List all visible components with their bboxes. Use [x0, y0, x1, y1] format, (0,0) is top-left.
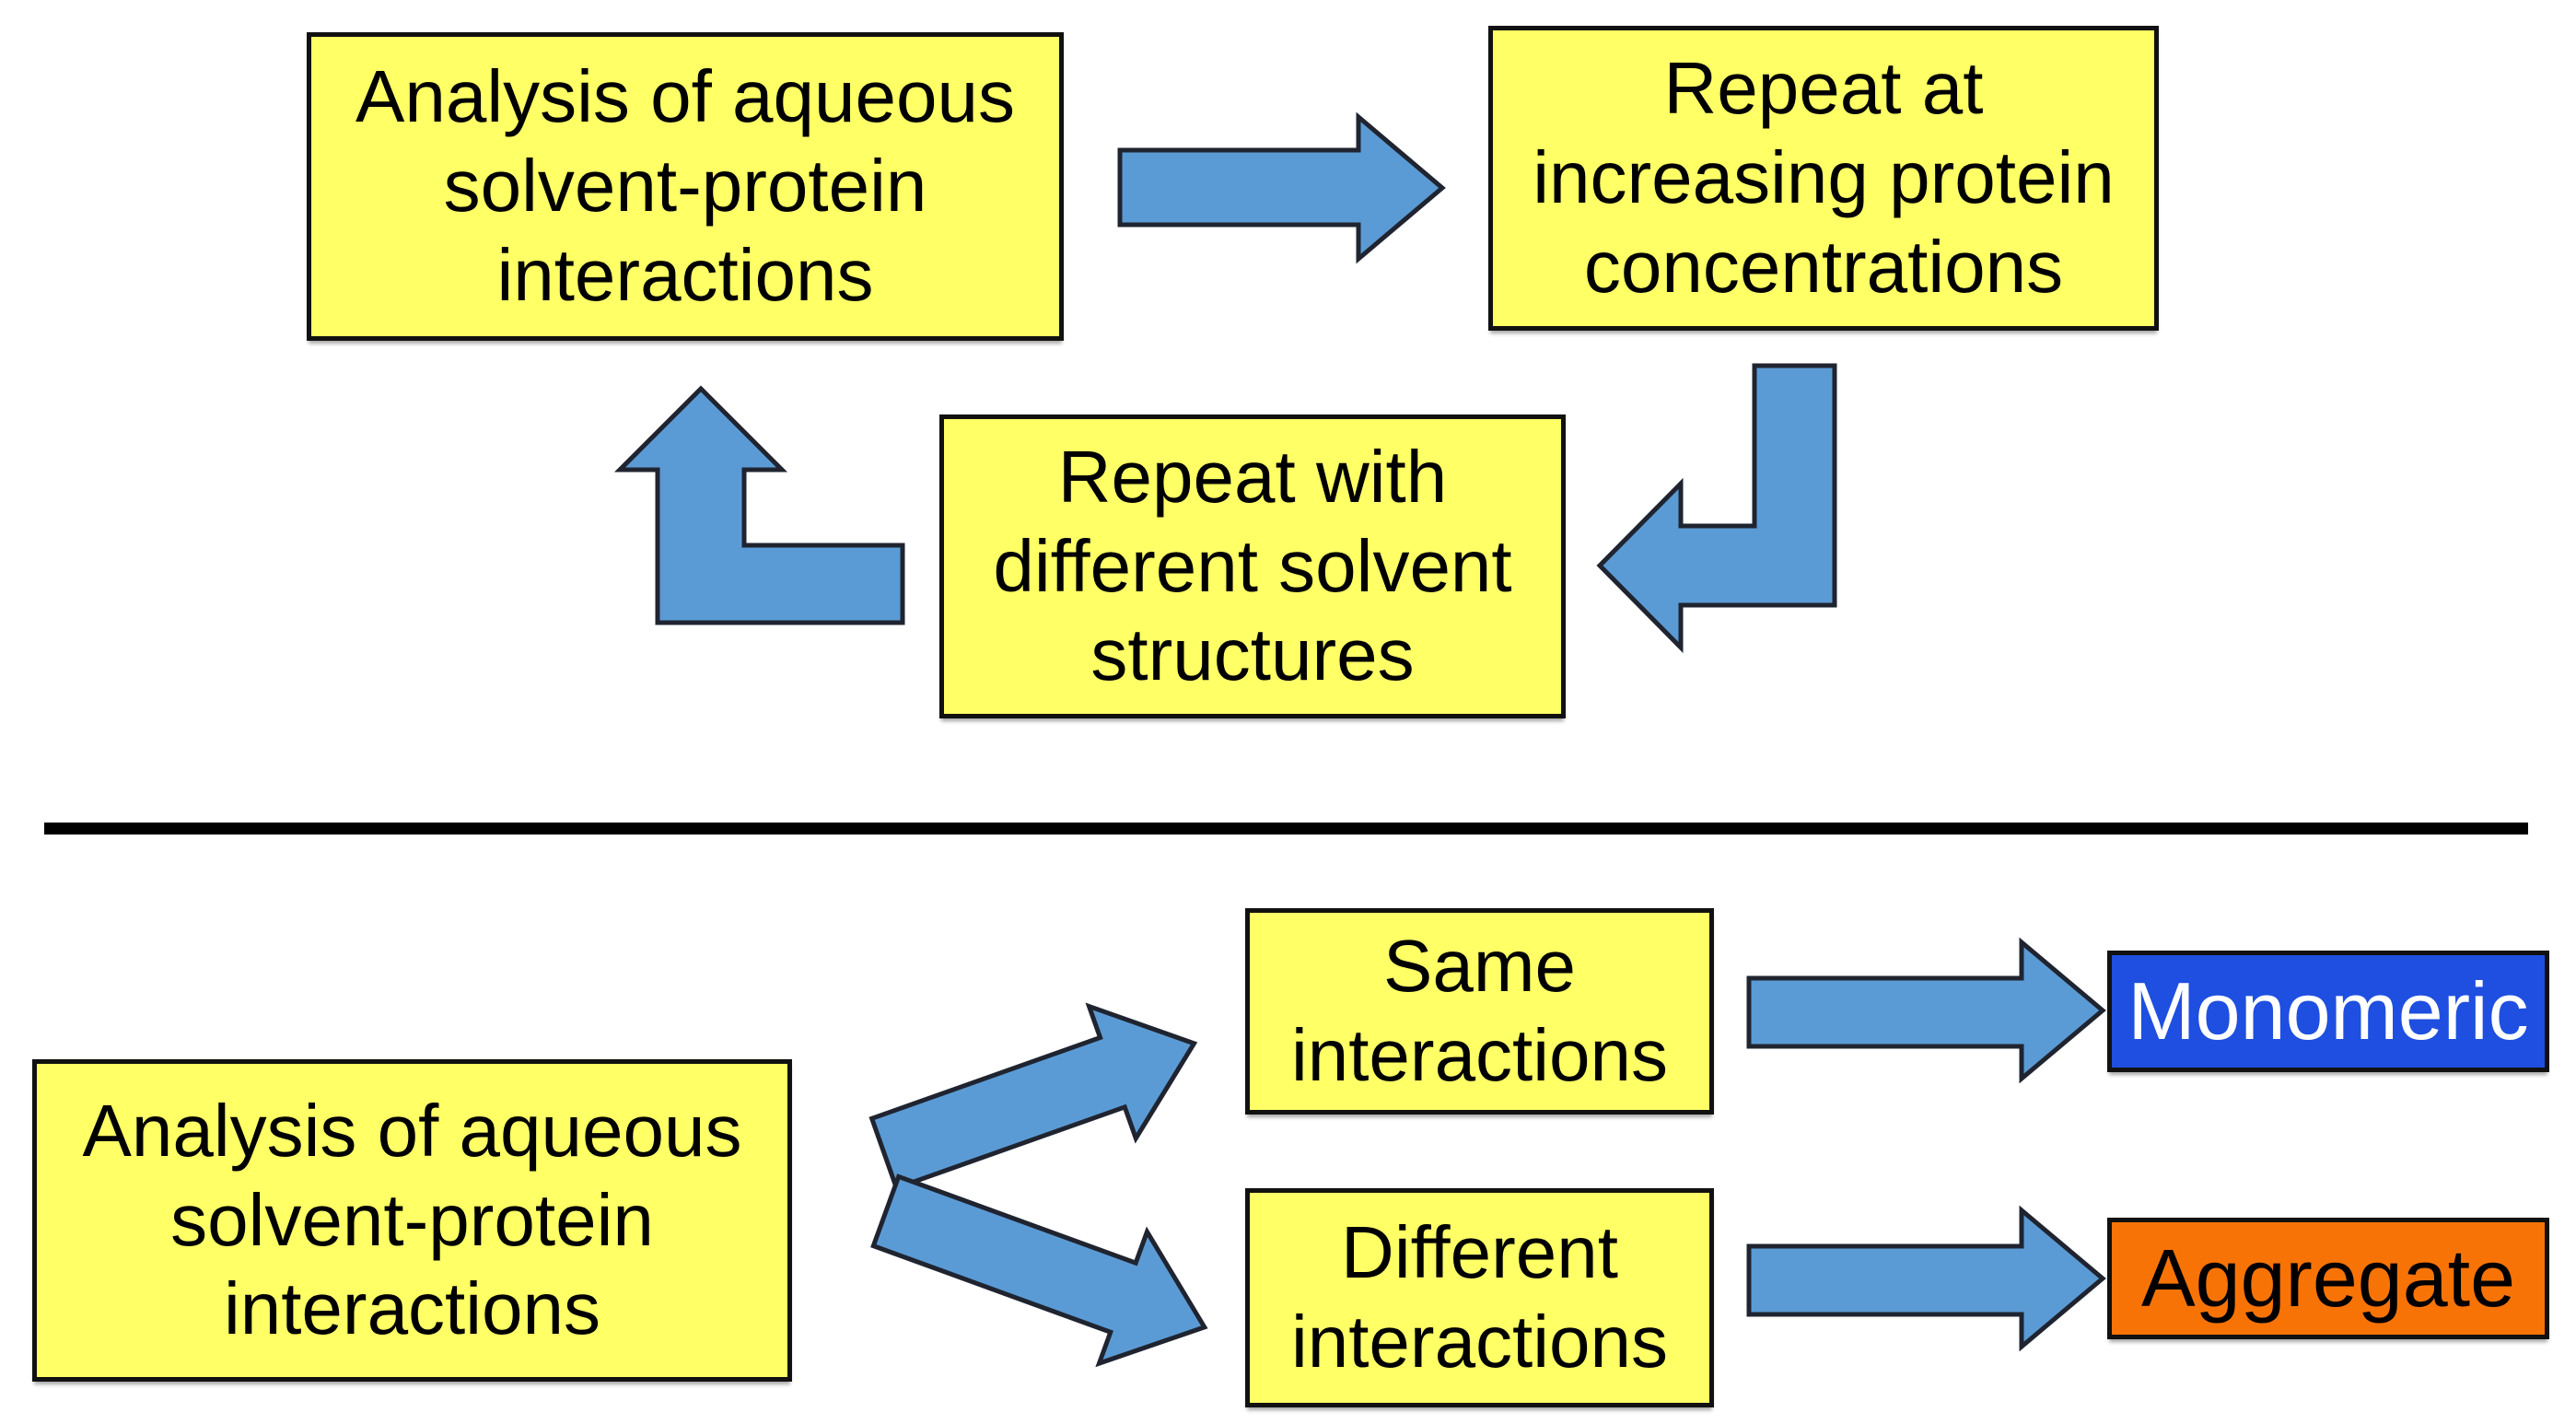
different-interactions-box: Different interactions: [1245, 1188, 1714, 1407]
aggregate-result-box: Aggregate: [2107, 1218, 2549, 1339]
arrow-solvent-to-analysis-elbow-icon: [613, 385, 905, 625]
monomeric-result-box: Monomeric: [2107, 951, 2549, 1072]
monomeric-label: Monomeric: [2127, 965, 2529, 1056]
bottom-analysis-line: solvent-protein: [170, 1178, 654, 1261]
top-analysis-line: Analysis of aqueous: [355, 55, 1015, 138]
different-interactions-line: interactions: [1290, 1301, 1669, 1383]
repeat-concentration-box: Repeat at increasing protein concentrati…: [1488, 26, 2159, 331]
same-interactions-line: interactions: [1290, 1014, 1669, 1096]
repeat-solvent-line: different solvent: [993, 524, 1512, 607]
arrow-concentration-to-solvent-elbow-icon: [1596, 363, 1837, 654]
arrow-different-to-aggregate-icon: [1746, 1205, 2106, 1352]
repeat-solvent-line: Repeat with: [1057, 435, 1448, 518]
same-interactions-line: Same: [1383, 925, 1576, 1008]
same-interactions-box: Same interactions: [1245, 908, 1714, 1115]
section-divider: [44, 823, 2528, 835]
bottom-analysis-box: Analysis of aqueous solvent-protein inte…: [32, 1059, 792, 1382]
repeat-concentration-line: concentrations: [1583, 225, 2064, 308]
repeat-concentration-line: increasing protein: [1533, 136, 2115, 219]
top-analysis-line: interactions: [496, 233, 874, 316]
top-analysis-box: Analysis of aqueous solvent-protein inte…: [307, 32, 1064, 341]
bottom-analysis-line: Analysis of aqueous: [82, 1089, 742, 1172]
arrow-analysis-to-different-icon: [870, 1173, 1208, 1368]
repeat-solvent-line: structures: [1090, 613, 1415, 696]
repeat-solvent-box: Repeat with different solvent structures: [939, 414, 1566, 718]
arrow-analysis-to-concentration-icon: [1117, 111, 1446, 264]
arrow-same-to-monomeric-icon: [1746, 937, 2106, 1084]
bottom-analysis-line: interactions: [223, 1267, 601, 1350]
different-interactions-line: Different: [1341, 1211, 1618, 1294]
repeat-concentration-line: Repeat at: [1663, 47, 1984, 130]
aggregate-label: Aggregate: [2140, 1232, 2516, 1324]
top-analysis-line: solvent-protein: [443, 145, 927, 228]
arrow-analysis-to-same-icon: [868, 1002, 1198, 1191]
